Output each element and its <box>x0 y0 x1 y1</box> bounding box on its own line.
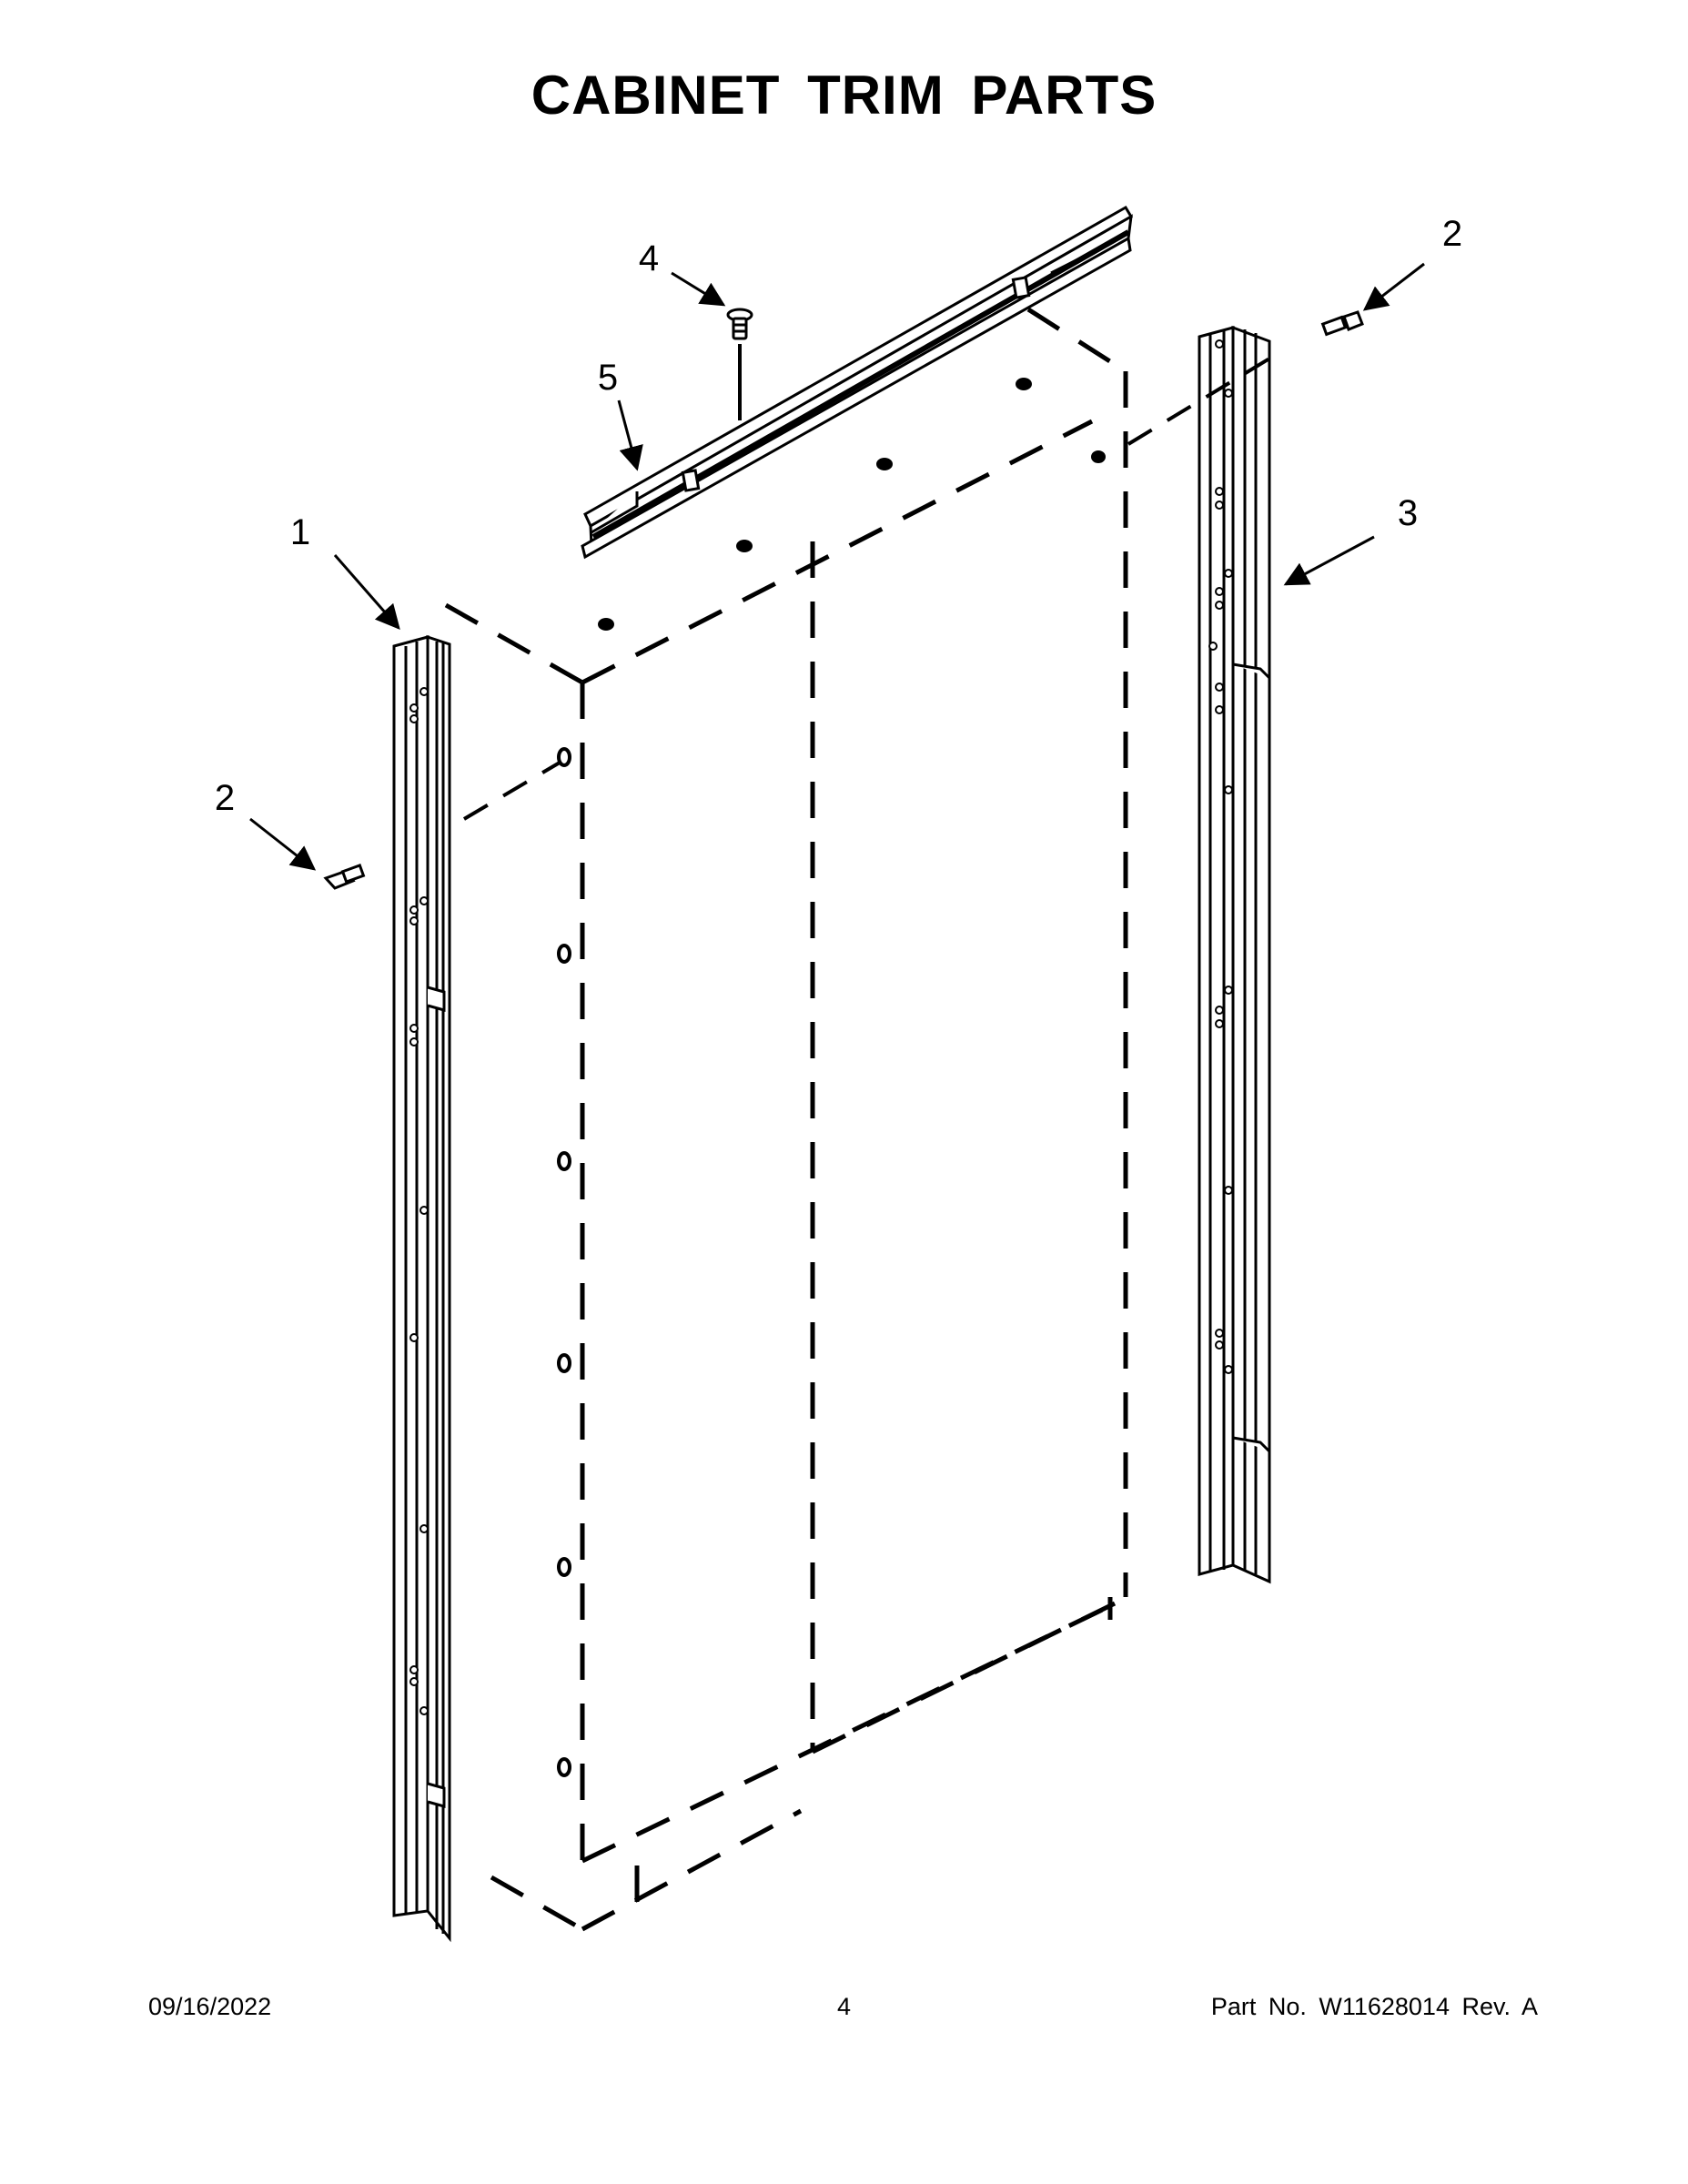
footer-page-number: 4 <box>836 1993 852 2020</box>
right-trim-part <box>1198 325 1271 1584</box>
callout-labels: 1 2 2 3 4 5 <box>215 214 1462 818</box>
footer-date: 09/16/2022 <box>148 1993 272 2020</box>
left-screw-icon <box>323 864 366 890</box>
cabinet-outline <box>444 307 1128 1932</box>
top-trim-part <box>581 205 1134 560</box>
callout-arrows <box>249 262 1425 871</box>
right-screw-leader <box>1127 349 1285 446</box>
callout-3: 3 <box>1398 493 1418 533</box>
callout-4: 4 <box>639 238 659 278</box>
footer-part-number: Part No. W11628014 Rev. A <box>1210 1993 1538 2020</box>
right-trim-holes <box>1208 339 1233 1374</box>
callout-5: 5 <box>598 358 618 398</box>
right-screw-icon <box>1320 310 1364 337</box>
top-screw-icon <box>726 308 753 340</box>
left-trim-holes <box>409 687 429 1715</box>
left-trim-part <box>392 634 451 1943</box>
callout-2-left: 2 <box>215 778 235 818</box>
page-title: CABINET TRIM PARTS <box>531 65 1157 126</box>
callout-2-right: 2 <box>1442 214 1462 254</box>
left-screw-leader <box>462 761 561 821</box>
callout-1: 1 <box>290 512 310 552</box>
cabinet-holes <box>557 378 1106 1777</box>
